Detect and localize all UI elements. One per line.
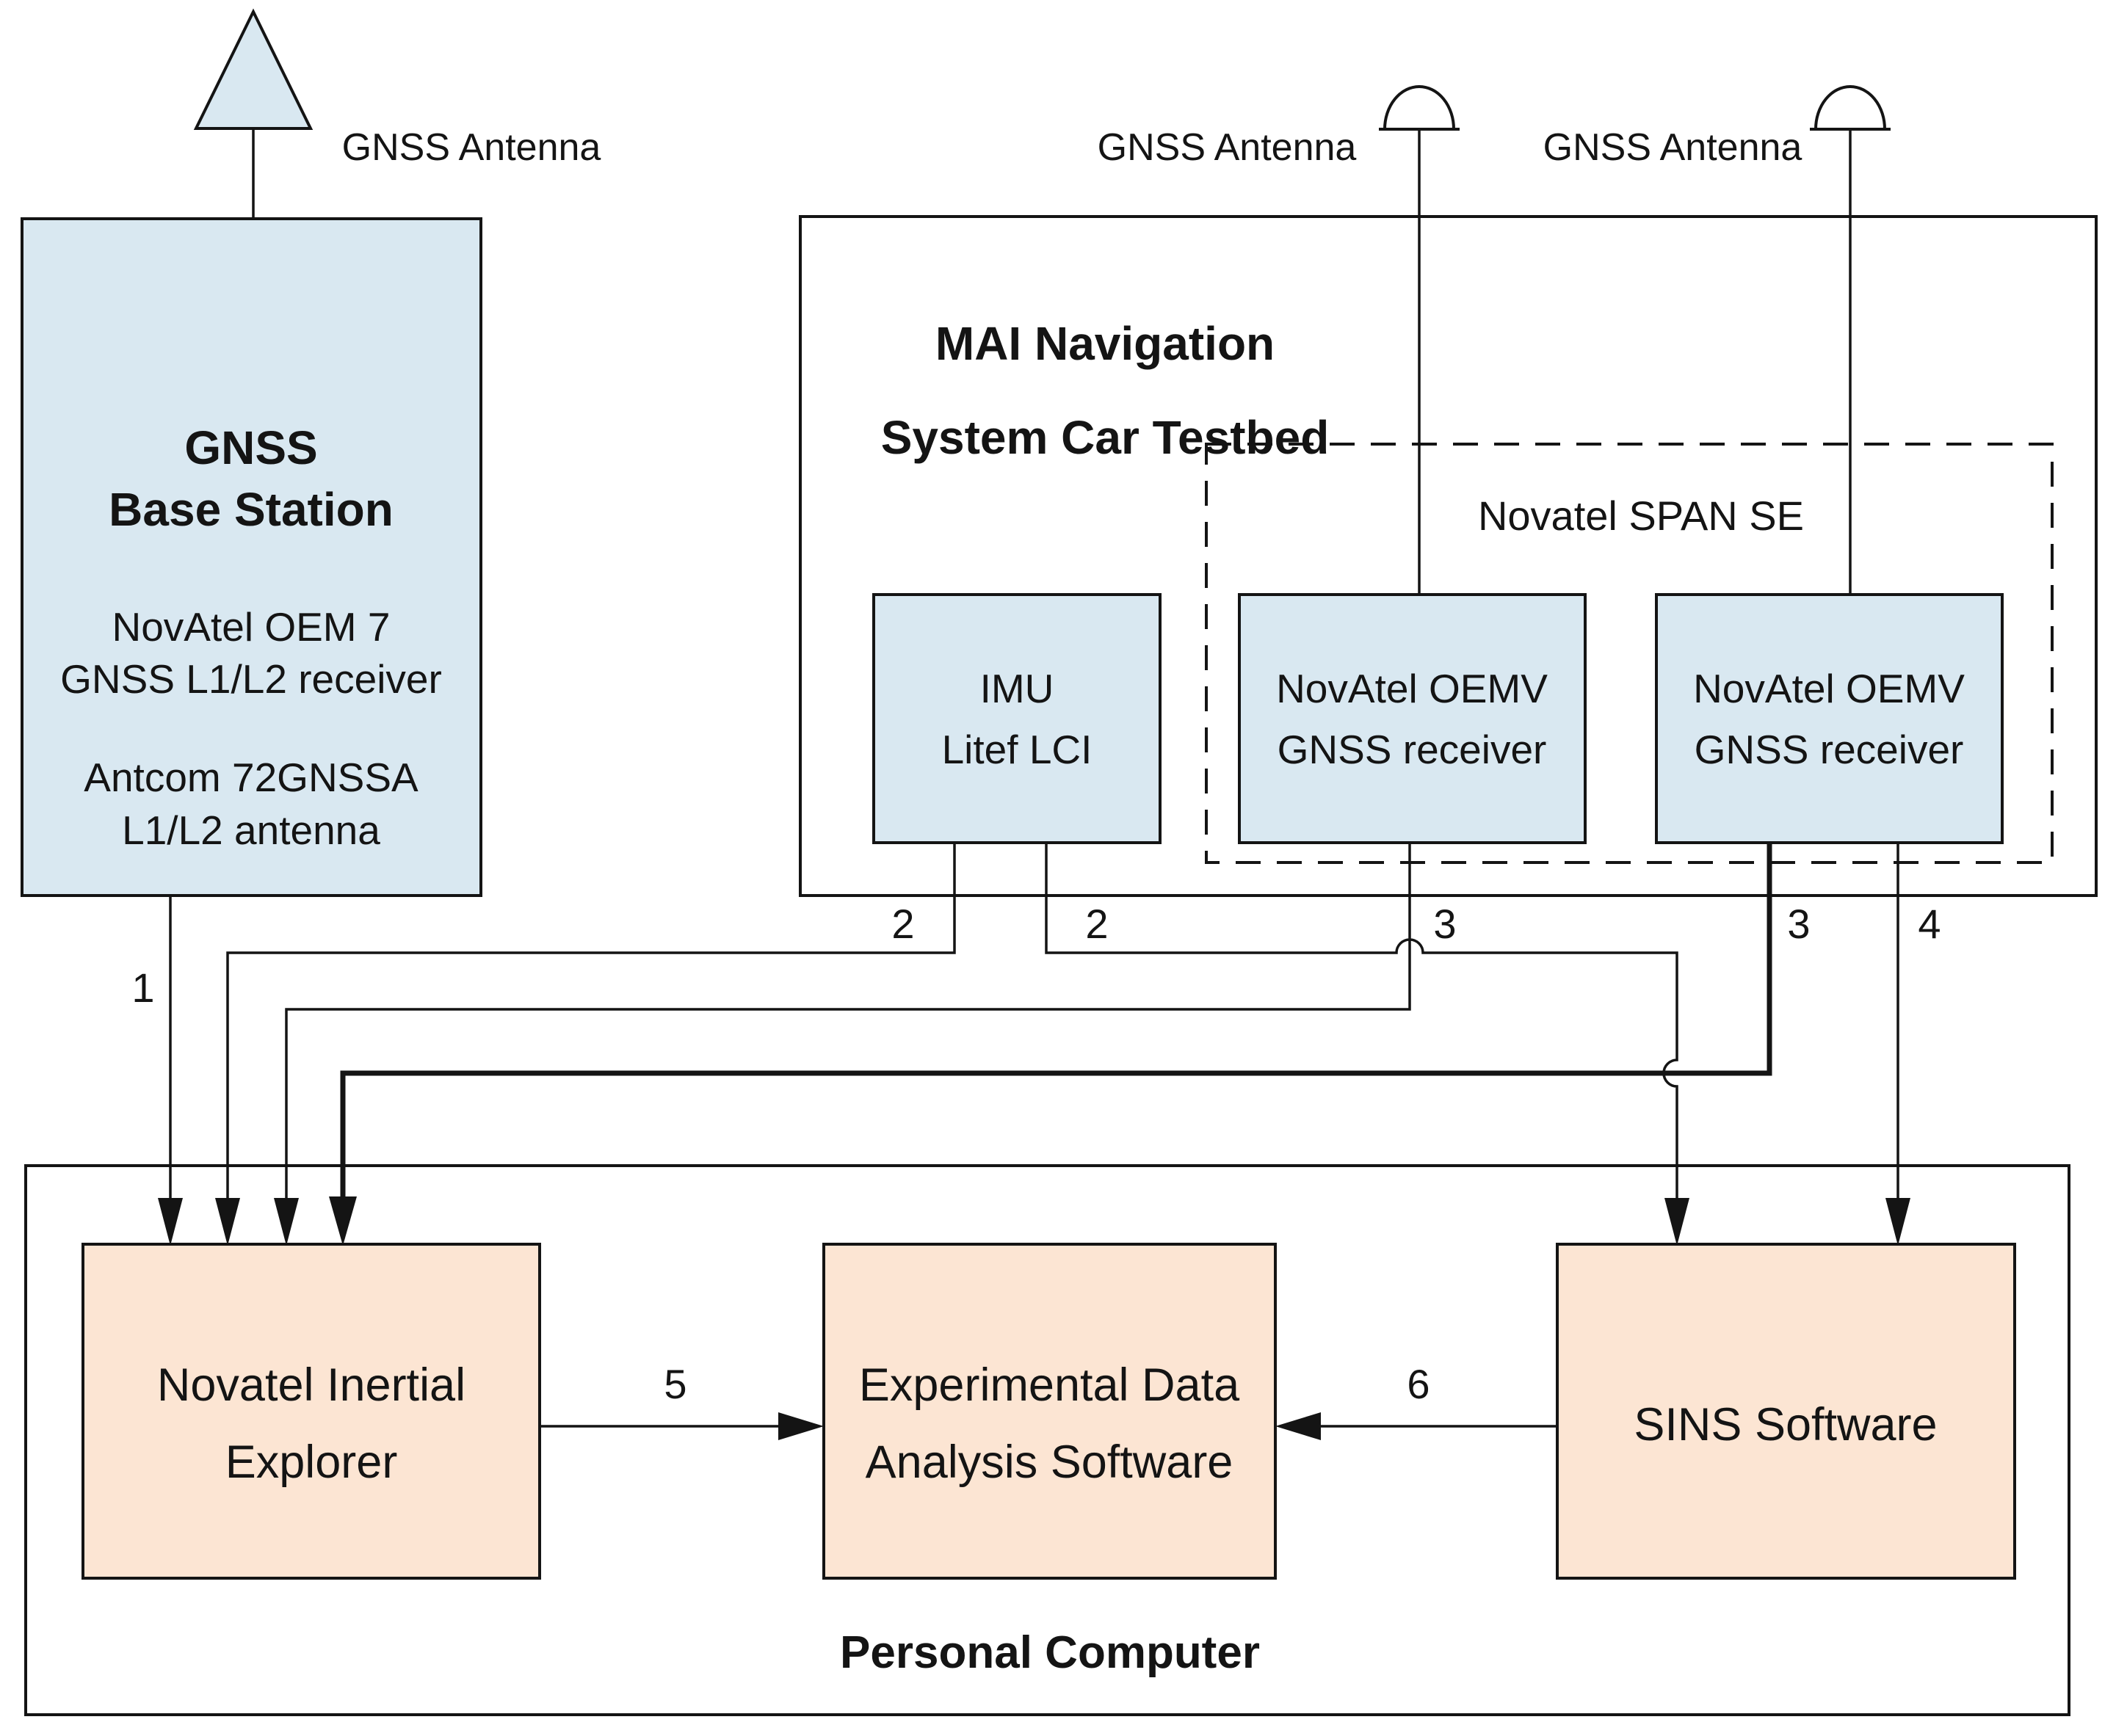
imu-line2: Litef LCI: [942, 727, 1093, 772]
car-antenna1-label: GNSS Antenna: [1098, 126, 1357, 169]
connector-3b: 3: [329, 843, 1811, 1246]
testbed-title-line2: System Car Testbed: [881, 411, 1330, 464]
connector-2b-label: 2: [1085, 901, 1108, 947]
receiver2-line1: NovAtel OEMV: [1693, 666, 1965, 711]
gnss-antenna-dome2-icon: [1814, 85, 1887, 131]
base-station-receiver-line2: GNSS L1/L2 receiver: [60, 656, 442, 702]
receiver1-line2: GNSS receiver: [1278, 727, 1547, 772]
receiver2-line2: GNSS receiver: [1695, 727, 1964, 772]
arrowhead-3b: [329, 1196, 357, 1246]
base-station-receiver-line1: NovAtel OEM 7: [112, 604, 390, 650]
connector-3a: 3: [274, 843, 1457, 1246]
oemv-receiver1-box: [1238, 593, 1587, 844]
gnss-base-station-group: GNSS Antenna GNSS Base Station NovAtel O…: [21, 8, 601, 897]
connector-2a: 2: [215, 843, 956, 1246]
gnss-antenna-dome1-icon: [1383, 85, 1456, 131]
arrowhead-1: [158, 1198, 183, 1246]
connector-6-label: 6: [1407, 1361, 1430, 1407]
inertial-explorer-line2: Explorer: [225, 1437, 398, 1488]
connector-1: 1: [131, 896, 183, 1246]
novatel-span-se-label: Novatel SPAN SE: [1478, 493, 1804, 539]
arrowhead-2b: [1664, 1198, 1689, 1246]
gnss-antenna-triangle-icon: [193, 8, 314, 130]
inertial-explorer-box: [81, 1243, 541, 1580]
connector-4: 4: [1885, 843, 1941, 1246]
arrowhead-3a: [274, 1198, 299, 1246]
arrowhead-5: [778, 1412, 824, 1440]
analysis-software-line2: Analysis Software: [866, 1437, 1233, 1488]
testbed-title-line1: MAI Navigation: [935, 317, 1275, 370]
car-testbed-group: MAI Navigation System Car Testbed GNSS A…: [799, 85, 2098, 897]
base-station-title-line1: GNSS: [184, 421, 317, 474]
personal-computer-label: Personal Computer: [840, 1627, 1260, 1678]
gnss-base-station-box: [21, 217, 482, 897]
connector-3a-label: 3: [1433, 901, 1456, 947]
novatel-span-se-box: [1205, 443, 2054, 864]
connector-3b-label: 3: [1787, 901, 1810, 947]
arrowhead-6: [1275, 1412, 1321, 1440]
personal-computer-group: Personal Computer Novatel Inertial Explo…: [24, 1164, 2070, 1716]
sins-software-box: [1556, 1243, 2016, 1580]
imu-line1: IMU: [980, 666, 1054, 711]
connector-1-label: 1: [131, 965, 154, 1011]
connector-6: 6: [1275, 1361, 1557, 1440]
arrowhead-2a: [215, 1198, 240, 1246]
arrowhead-4: [1885, 1198, 1910, 1246]
sins-software-label: SINS Software: [1634, 1399, 1937, 1450]
receiver1-line1: NovAtel OEMV: [1276, 666, 1548, 711]
imu-box: [872, 593, 1162, 844]
base-station-antenna-line2: L1/L2 antenna: [122, 807, 380, 853]
connector-5: 5: [540, 1361, 824, 1440]
connector-2a-label: 2: [891, 901, 914, 947]
connector-4-label: 4: [1918, 901, 1941, 947]
analysis-software-box: [822, 1243, 1277, 1580]
analysis-software-line1: Experimental Data: [859, 1359, 1240, 1411]
connector-5-label: 5: [664, 1361, 686, 1407]
connector-2b: 2: [1045, 843, 1689, 1246]
base-station-title-line2: Base Station: [109, 483, 394, 536]
base-antenna-label: GNSS Antenna: [342, 126, 601, 169]
inertial-explorer-line1: Novatel Inertial: [157, 1359, 465, 1411]
oemv-receiver2-box: [1655, 593, 2004, 844]
base-station-antenna-line1: Antcom 72GNSSA: [84, 755, 419, 800]
car-antenna2-label: GNSS Antenna: [1543, 126, 1802, 169]
